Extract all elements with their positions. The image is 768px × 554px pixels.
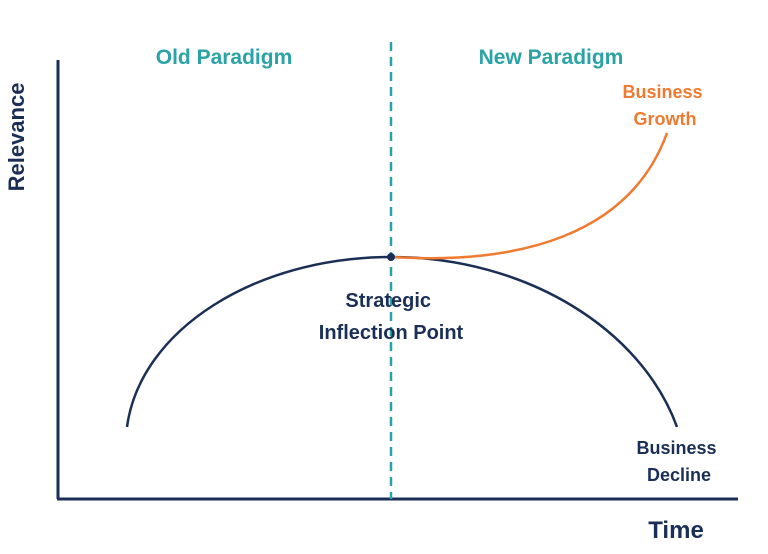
business-growth-label-line2: Growth: [634, 109, 697, 129]
business-decline-label: Business Decline: [636, 438, 721, 485]
inflection-point-label-line1: Strategic: [345, 290, 431, 312]
business-decline-label-line1: Business: [636, 438, 716, 458]
business-decline-label-line2: Decline: [647, 465, 711, 485]
business-growth-label: Business Growth: [622, 82, 707, 129]
business-growth-label-line1: Business: [622, 82, 702, 102]
inflection-point-label-line2: Inflection Point: [319, 322, 464, 344]
y-axis-label: Relevance: [4, 83, 29, 192]
x-axis-label: Time: [648, 517, 704, 544]
inflection-point-marker: [387, 253, 395, 261]
old-paradigm-label: Old Paradigm: [156, 46, 293, 69]
business-growth-curve: [390, 132, 669, 260]
new-paradigm-label: New Paradigm: [479, 46, 624, 69]
inflection-point-label: Strategic Inflection Point: [319, 290, 464, 344]
